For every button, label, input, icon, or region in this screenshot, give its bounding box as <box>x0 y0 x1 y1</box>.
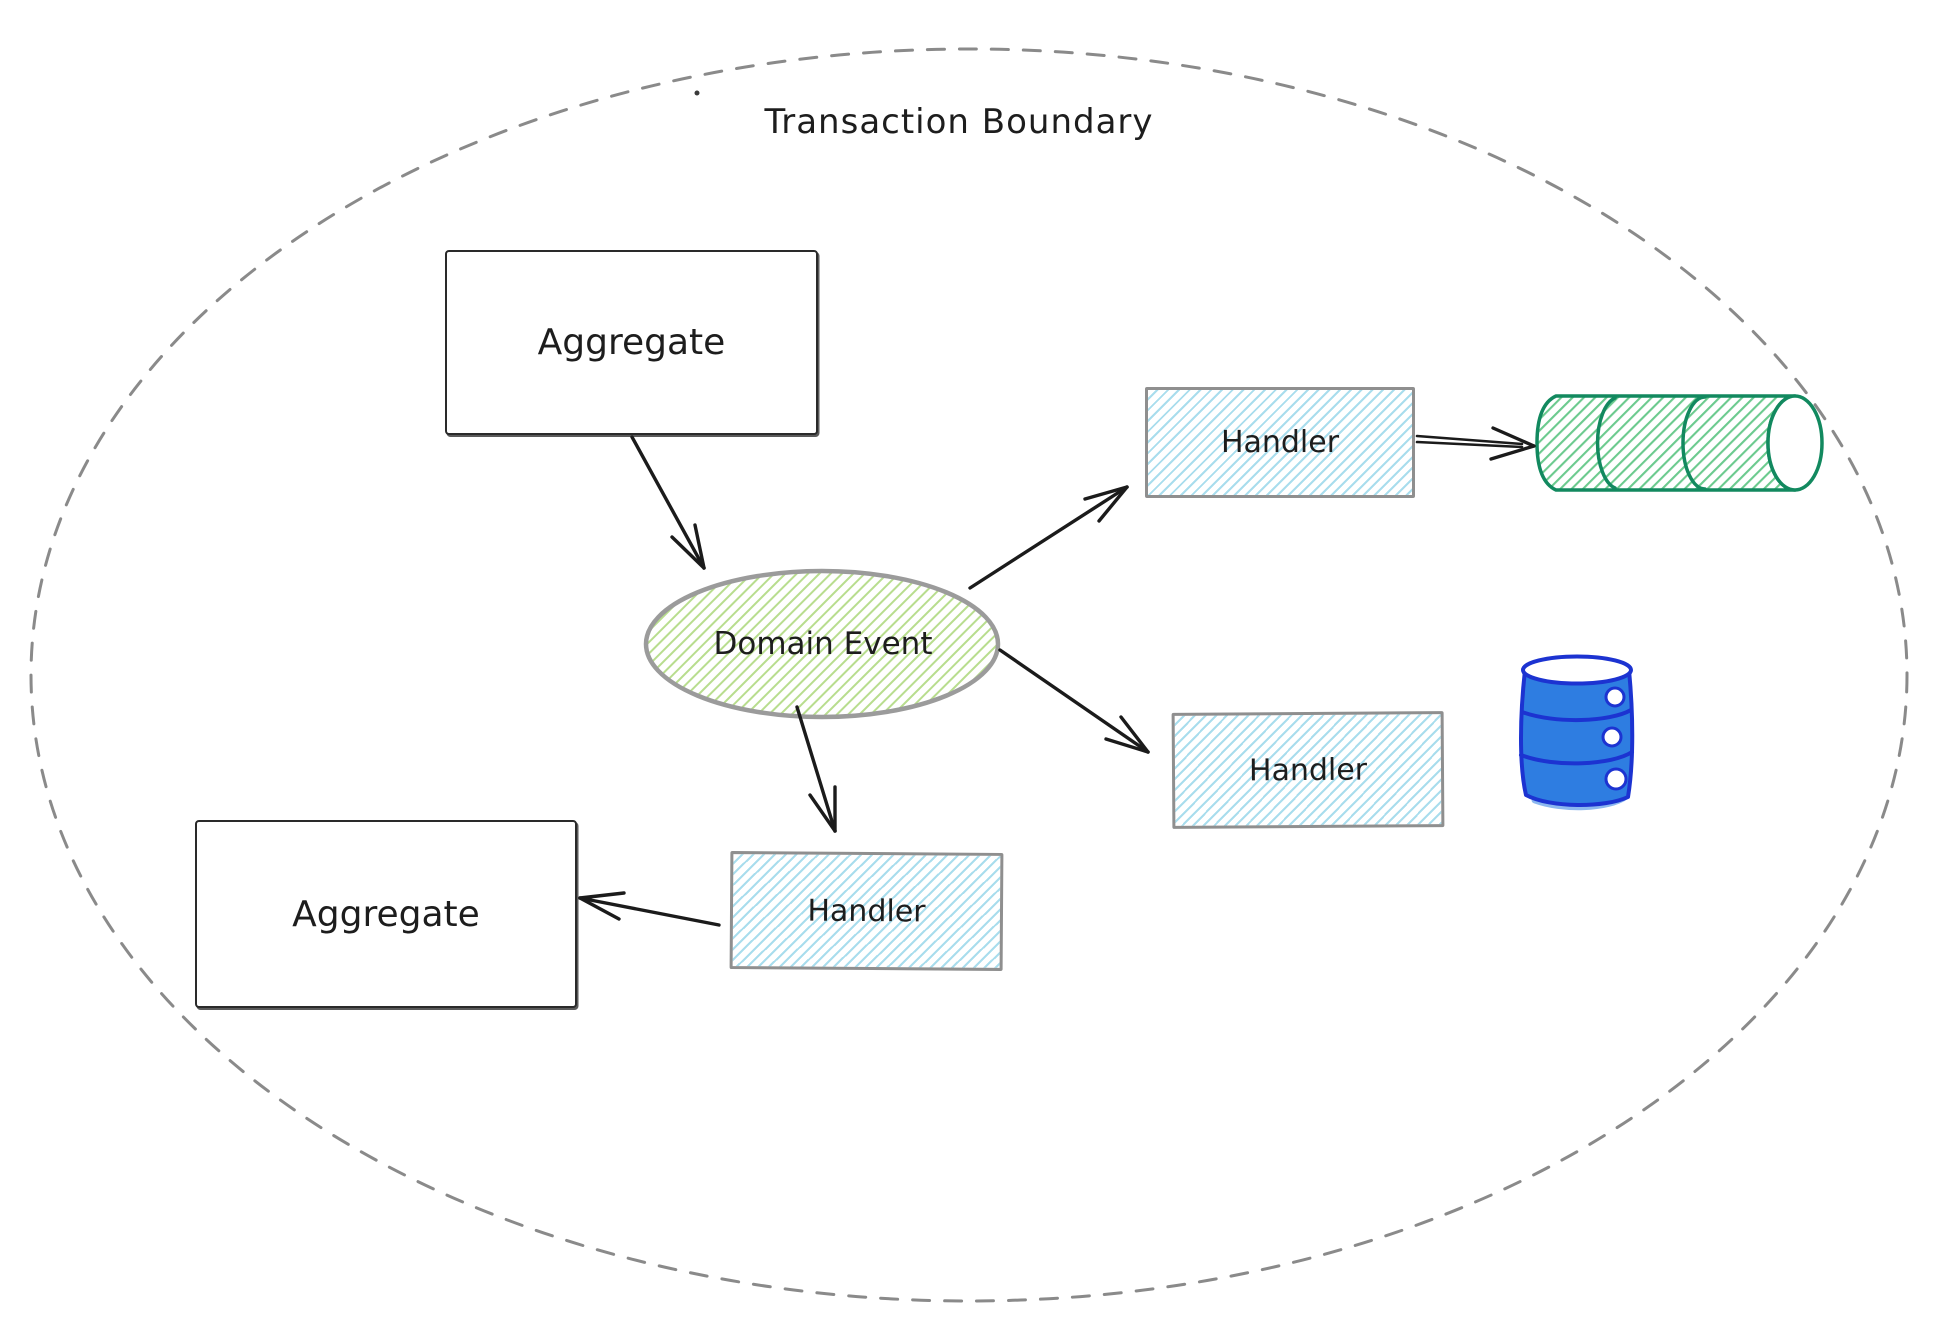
node-handler-right: Handler <box>1171 711 1445 829</box>
green-cylinder-icon <box>1535 394 1824 492</box>
arrow-handler-top-to-cylinder <box>1415 426 1536 461</box>
node-label: Handler <box>807 893 926 929</box>
arrow-event-to-handler-top <box>968 485 1129 590</box>
boundary-title: Transaction Boundary <box>764 102 1154 142</box>
transaction-boundary-ellipse <box>29 47 1909 1303</box>
node-aggregate-bottom: Aggregate <box>195 820 577 1008</box>
node-domain-event-label: Domain Event <box>713 626 933 662</box>
node-label: Aggregate <box>537 322 726 363</box>
stray-dot <box>694 90 700 96</box>
arrow-handler-to-aggregate-bottom <box>578 891 721 927</box>
blue-database-icon <box>1519 654 1635 811</box>
node-label: Handler <box>1220 425 1340 460</box>
arrow-event-to-handler-bottom <box>795 705 837 833</box>
arrow-event-to-handler-right <box>998 648 1150 754</box>
node-label: Handler <box>1248 752 1368 788</box>
node-aggregate-top: Aggregate <box>445 250 818 435</box>
domain-event-ellipse <box>643 568 1001 720</box>
node-label: Aggregate <box>292 893 480 935</box>
arrow-aggregate-to-event <box>630 435 706 570</box>
node-handler-top: Handler <box>1145 387 1415 498</box>
node-handler-bottom: Handler <box>729 851 1004 971</box>
